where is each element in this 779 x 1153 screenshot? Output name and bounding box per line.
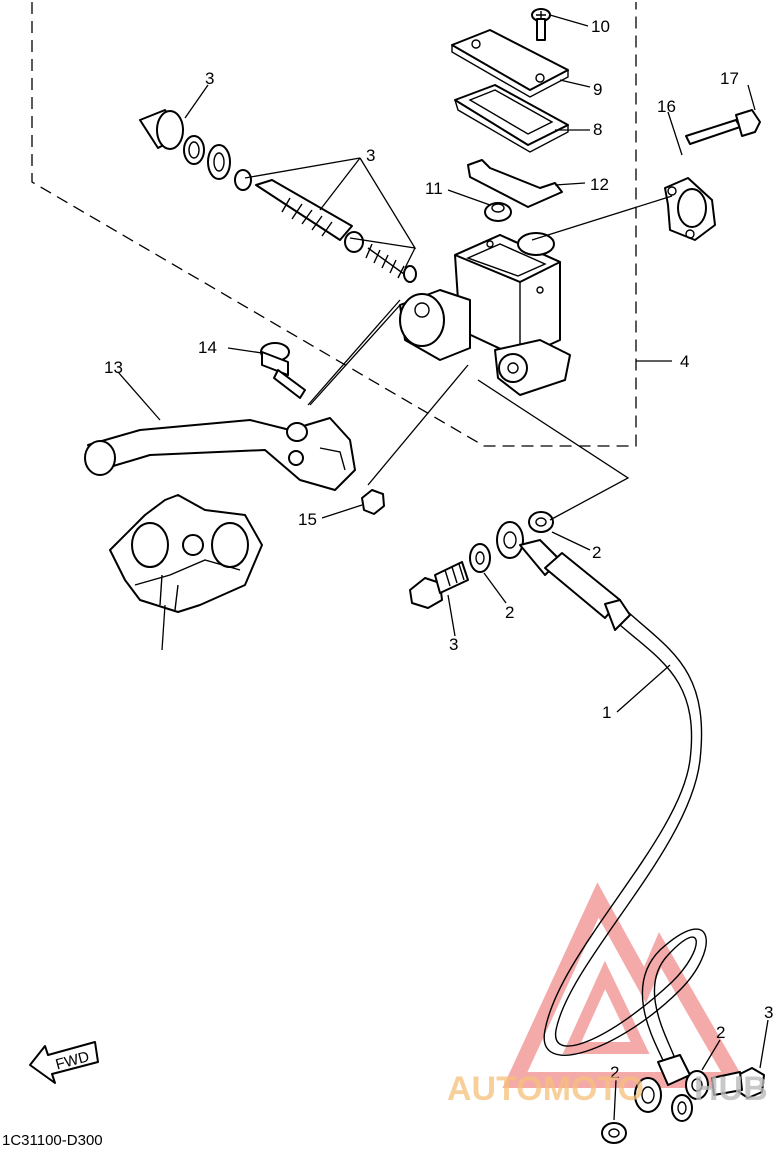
callout-2-upper-left: 2	[505, 603, 514, 622]
callout-2-upper-right: 2	[592, 543, 601, 562]
watermark-logo	[502, 882, 749, 1088]
assembly-boundary	[31, 2, 637, 447]
fwd-arrow: FWD	[29, 1041, 99, 1084]
callout-7: 8	[593, 120, 602, 139]
pivot-nut	[361, 489, 385, 515]
diagram-code: 1C31100-D300	[2, 1132, 103, 1149]
brake-lever	[84, 417, 356, 491]
diaphragm	[467, 159, 563, 208]
circlip	[183, 135, 205, 165]
watermark-text-left: AUTOMOTO	[447, 1070, 644, 1108]
lever-pivot-bolt	[260, 342, 306, 399]
callout-3-upper: 3	[449, 635, 458, 654]
leader-lines	[117, 14, 769, 1121]
callout-2-lower-right: 2	[716, 1023, 725, 1042]
float	[484, 202, 512, 222]
washer-lower-left	[601, 1122, 627, 1144]
washer-lower-mid	[671, 1094, 693, 1122]
callout-3-lower: 3	[764, 1003, 773, 1022]
diaphragm-plate	[454, 84, 569, 153]
piston-kit	[234, 169, 417, 283]
piston-boot	[139, 109, 184, 150]
clamp-bolt	[685, 109, 761, 145]
callout-9: 10	[591, 17, 610, 36]
brake-hose	[496, 521, 707, 1113]
explode-lines	[307, 195, 673, 521]
washer-upper-right	[528, 511, 554, 533]
piston-washer	[207, 144, 231, 180]
lever-holder	[109, 494, 263, 613]
callout-8: 9	[593, 80, 602, 99]
callout-14: 15	[298, 510, 317, 529]
union-bolt-upper	[409, 561, 469, 609]
watermark-text-right: HUB	[694, 1070, 768, 1108]
callout-15: 16	[657, 97, 676, 116]
callout-6: 3	[205, 69, 214, 88]
master-cylinder-body	[399, 232, 571, 396]
callout-16: 17	[720, 69, 739, 88]
reservoir-cover	[451, 29, 569, 98]
cover-screw	[531, 8, 551, 41]
holder-clamp	[664, 177, 716, 241]
callout-13: 14	[198, 338, 217, 357]
callout-11: 12	[590, 175, 609, 194]
callout-2-lower-left: 2	[610, 1063, 619, 1082]
callout-12: 13	[104, 358, 123, 377]
callout-5: 3	[366, 146, 375, 165]
callout-1: 1	[602, 703, 611, 722]
washer-upper-left	[469, 543, 491, 573]
callout-4: 4	[680, 352, 689, 371]
callout-10: 11	[425, 179, 443, 198]
washer-lower-right	[685, 1070, 709, 1100]
union-bolt-lower	[711, 1067, 765, 1099]
